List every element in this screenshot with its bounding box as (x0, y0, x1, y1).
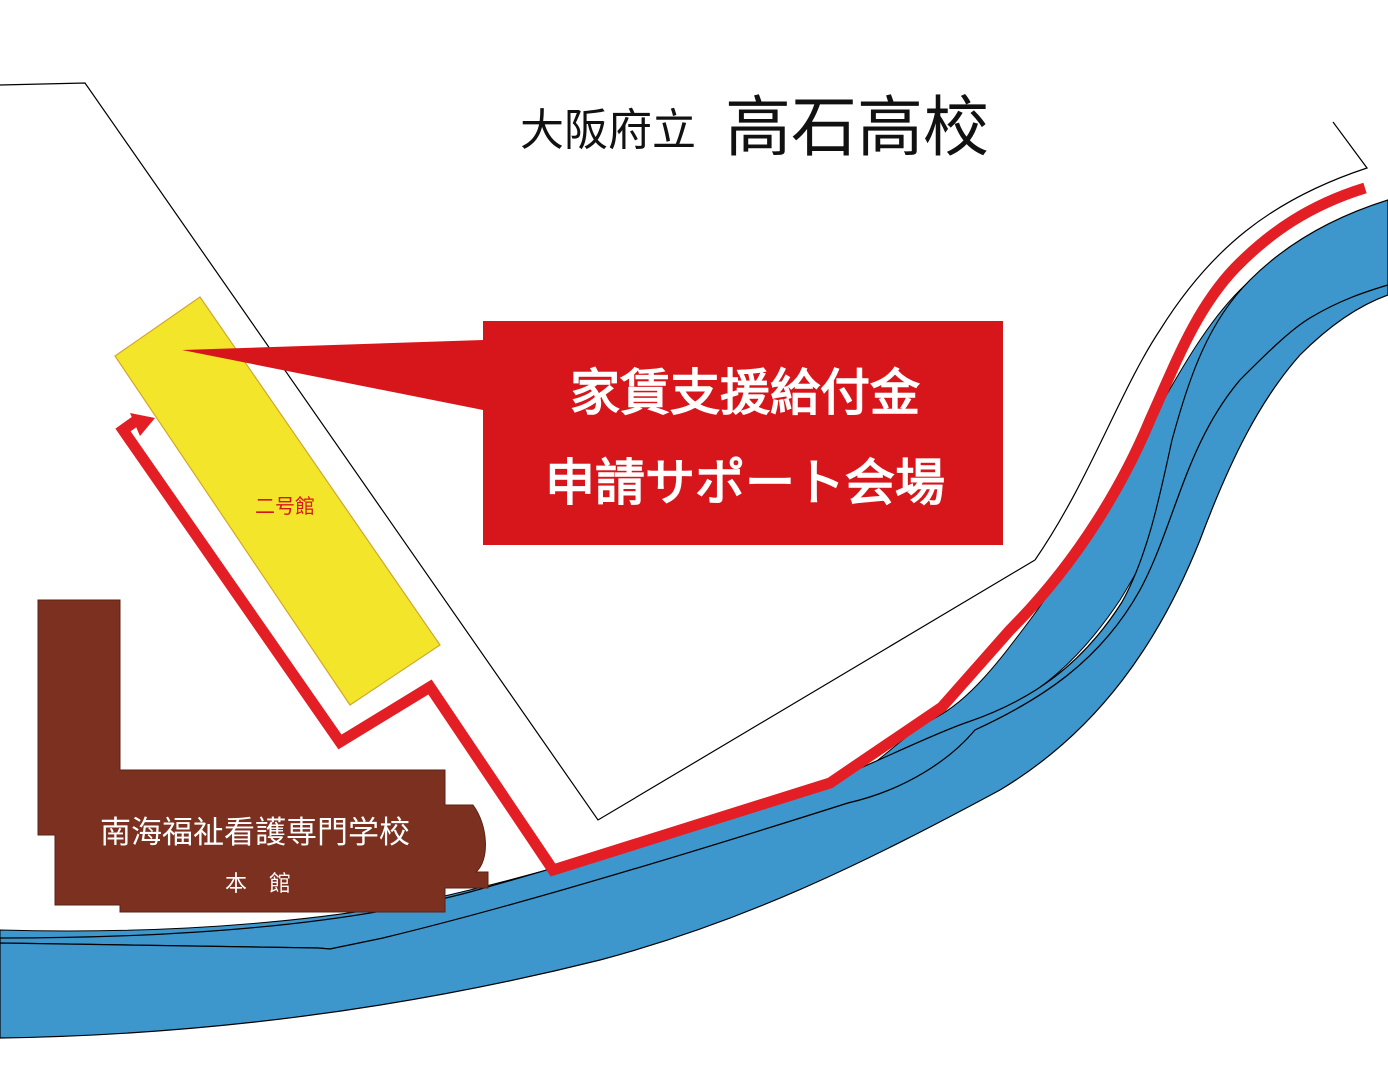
nursing-school-building (37, 599, 489, 913)
main-hall-label: 本 館 (225, 872, 291, 897)
campus-boundary-line-east (1034, 121, 1368, 561)
callout-pointer (182, 340, 483, 410)
arrow-head-icon (130, 413, 155, 436)
annex-label: 二号館 (255, 494, 315, 518)
nursing-school-label: 南海福祉看護専門学校 (100, 815, 410, 851)
route-line (115, 182, 1367, 877)
annex-building (114, 296, 441, 706)
callout-line2: 申請サポート会場 (545, 454, 945, 512)
callout-line1: 家賃支援給付金 (570, 364, 921, 422)
school-name: 高石高校 (725, 89, 989, 166)
school-prefix: 大阪府立 (520, 105, 696, 156)
callout-box (483, 321, 1003, 545)
campus-boundary-line (0, 82, 1036, 821)
